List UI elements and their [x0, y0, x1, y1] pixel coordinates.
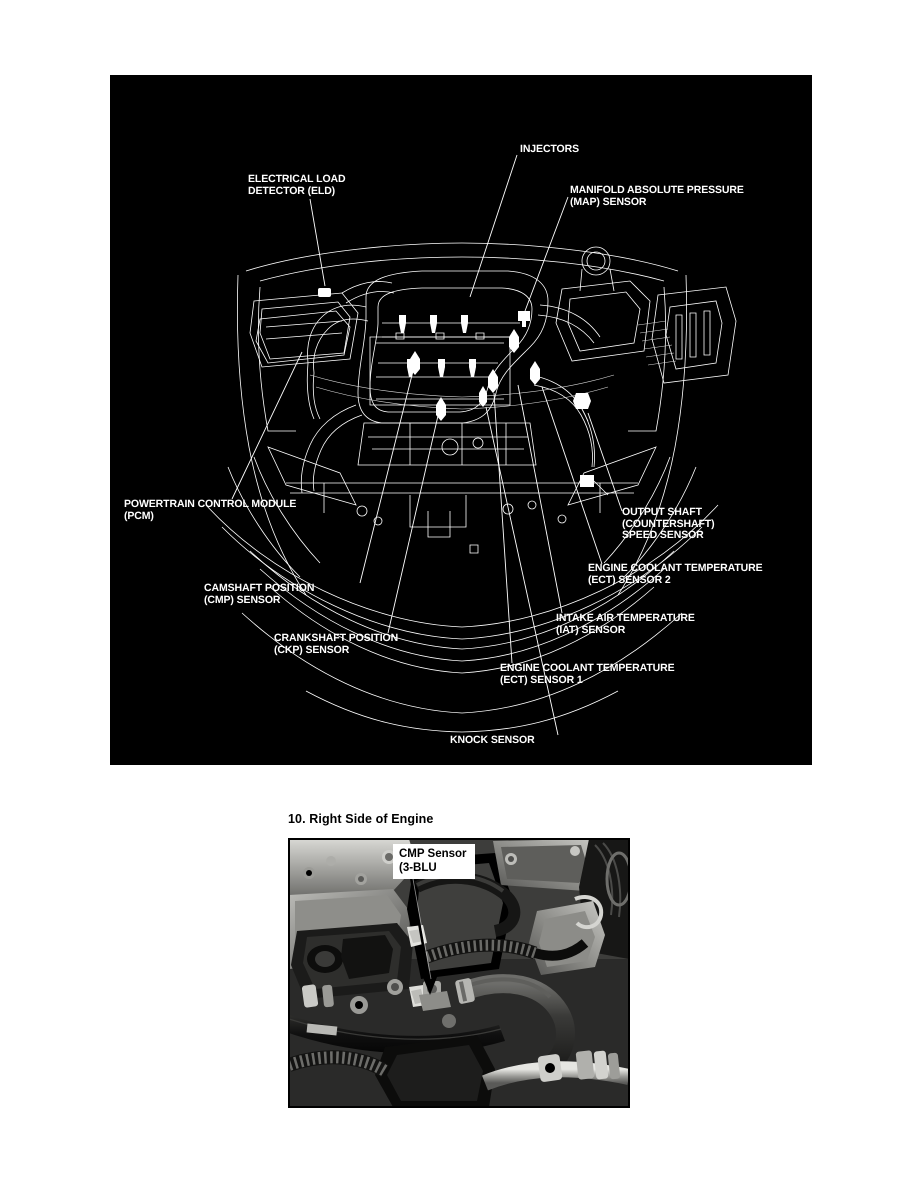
label-injectors: INJECTORS [520, 143, 580, 155]
label-output-shaft-speed-sensor: OUTPUT SHAFT (COUNTERSHAFT) SPEED SENSOR [622, 506, 715, 541]
label-crankshaft-position-sensor: CRANKSHAFT POSITION (CKP) SENSOR [274, 632, 399, 656]
leader-knock [485, 406, 559, 736]
leader-pcm [231, 351, 303, 500]
label-camshaft-position-sensor: CAMSHAFT POSITION (CMP) SENSOR [204, 582, 315, 606]
map-sensor-icon [518, 311, 530, 327]
leader-map-sensor [524, 196, 569, 312]
output-shaft-speed-sensor-icon [573, 393, 591, 409]
leader-ect-2 [541, 386, 603, 565]
engine-bay-line-art: .ln { fill:none; stroke:#ffffff; stroke-… [205, 154, 737, 736]
label-ect-sensor-2: ENGINE COOLANT TEMPERATURE (ECT) SENSOR … [588, 562, 763, 586]
label-knock-sensor: KNOCK SENSOR [450, 734, 535, 746]
callout-arrowhead [423, 977, 437, 995]
leader-output-shaft [587, 412, 623, 512]
knock-sensor-icon [479, 386, 487, 407]
radiator-support [286, 482, 638, 554]
leader-eld [309, 198, 326, 287]
callout-arrow [409, 876, 431, 980]
leader-injectors [469, 154, 518, 298]
engine-bay-photograph [289, 839, 629, 1107]
label-intake-air-temperature-sensor: INTAKE AIR TEMPERATURE (IAT) SENSOR [556, 612, 695, 636]
leader-cmp [359, 366, 415, 584]
pcm-icon [255, 310, 351, 364]
cmp-sensor-icon [410, 351, 420, 375]
label-electrical-load-detector: ELECTRICAL LOAD DETECTOR (ELD) [248, 173, 346, 197]
vehicle-body-outline [237, 242, 687, 596]
ect-sensor-1-icon [488, 369, 498, 393]
iat-sensor-icon [509, 329, 519, 353]
leader-ckp [387, 406, 441, 634]
label-powertrain-control-module: POWERTRAIN CONTROL MODULE (PCM) [124, 498, 297, 522]
cmp-sensor-callout: CMP Sensor (3-BLU [393, 844, 475, 879]
right-side-of-engine-photo: CMP Sensor (3-BLU [288, 838, 630, 1108]
label-ect-sensor-1: ENGINE COOLANT TEMPERATURE (ECT) SENSOR … [500, 662, 675, 686]
engine-compartment-diagram-panel: .ln { fill:none; stroke:#ffffff; stroke-… [110, 75, 812, 765]
leader-iat [517, 384, 563, 614]
eld-icon [318, 288, 331, 297]
leader-ect-1 [493, 392, 513, 664]
section-title-right-side-of-engine: 10. Right Side of Engine [288, 812, 434, 826]
leader-lines [231, 154, 623, 736]
ect-sensor-2-icon [530, 361, 540, 385]
label-map-sensor: MANIFOLD ABSOLUTE PRESSURE (MAP) SENSOR [570, 184, 744, 208]
